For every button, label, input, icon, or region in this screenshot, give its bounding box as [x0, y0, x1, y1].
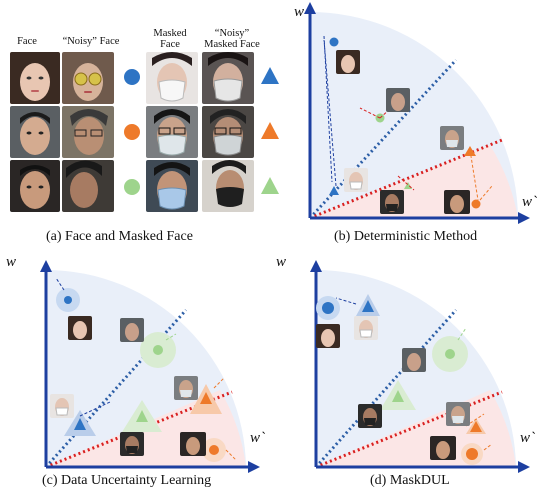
header-noisy-masked-line1: “Noisy”	[214, 28, 250, 39]
plot-b	[304, 2, 530, 224]
plot-b-masked-2	[440, 126, 464, 150]
plot-b-x-label: w`	[522, 194, 537, 210]
plot-d-masked-3	[358, 404, 382, 428]
plot-b-face-1	[336, 50, 360, 74]
plot-c-masked-2	[174, 376, 198, 400]
face-photo-1	[10, 52, 60, 104]
plot-d-face-3	[430, 436, 456, 460]
plot-b-y-label: w	[294, 4, 305, 20]
masked-face-photo-2	[146, 106, 198, 158]
identity-markers-masked	[261, 67, 279, 194]
plot-d-masked-2	[446, 402, 470, 426]
plot-d-masked-1	[354, 316, 378, 340]
plot-c-face-1	[68, 316, 92, 340]
plot-b-face-2	[386, 88, 410, 112]
plot-b-face-3	[444, 190, 470, 214]
plot-d-face-1	[316, 324, 340, 348]
face-photo-2	[10, 106, 60, 158]
green-triangle-marker	[261, 177, 279, 194]
plot-c-masked-1	[50, 394, 74, 418]
header-face: Face	[17, 36, 37, 47]
panel-c: w w` (c) Data Uncertainty Learning	[0, 250, 270, 493]
plot-c-x-label: w`	[250, 430, 265, 446]
masked-face-photo-1	[146, 52, 198, 104]
orange-triangle-marker	[261, 122, 279, 139]
plot-d-x-label: w`	[520, 430, 535, 446]
noisy-face-photo-3	[62, 160, 114, 212]
plot-b-masked-1	[344, 168, 368, 192]
noisy-masked-face-photo-3	[202, 160, 254, 212]
noisy-masked-face-photo-2	[202, 106, 254, 158]
caption-a: (a) Face and Masked Face	[46, 229, 193, 244]
caption-b: (b) Deterministic Method	[334, 229, 478, 244]
panel-b: w w` (b) Deterministic Method	[290, 0, 540, 250]
plot-d-face-2	[402, 348, 426, 372]
face-photo-3	[10, 160, 60, 212]
panel-d: w w` (d) MaskDUL	[270, 250, 540, 493]
plot-d-y-label: w	[276, 254, 287, 270]
header-noisy-masked-line2: Masked Face	[204, 39, 260, 50]
green-circle-marker	[124, 179, 140, 195]
noisy-face-photo-1	[62, 52, 114, 104]
plot-c-face-3	[180, 432, 206, 456]
plot-c-masked-3	[120, 432, 144, 456]
blue-circle-marker	[124, 69, 140, 85]
plot-b-masked-3	[380, 190, 404, 214]
orange-circle-marker	[124, 124, 140, 140]
masked-face-photo-3	[146, 160, 198, 212]
plot-c-y-label: w	[6, 254, 17, 270]
blue-triangle-marker	[261, 67, 279, 84]
header-noisy-face: “Noisy” Face	[62, 36, 120, 47]
noisy-masked-face-photo-1	[202, 52, 254, 104]
noisy-face-photo-2	[62, 106, 114, 158]
header-masked-face-line1: Masked	[153, 28, 187, 39]
caption-c: (c) Data Uncertainty Learning	[42, 473, 212, 488]
panel-a: Face “Noisy” Face Masked Face “Noisy” Ma…	[0, 0, 290, 250]
identity-markers-face	[124, 69, 140, 195]
caption-d: (d) MaskDUL	[370, 473, 450, 488]
header-masked-face-line2: Face	[160, 39, 180, 50]
plot-c-face-2	[120, 318, 144, 342]
